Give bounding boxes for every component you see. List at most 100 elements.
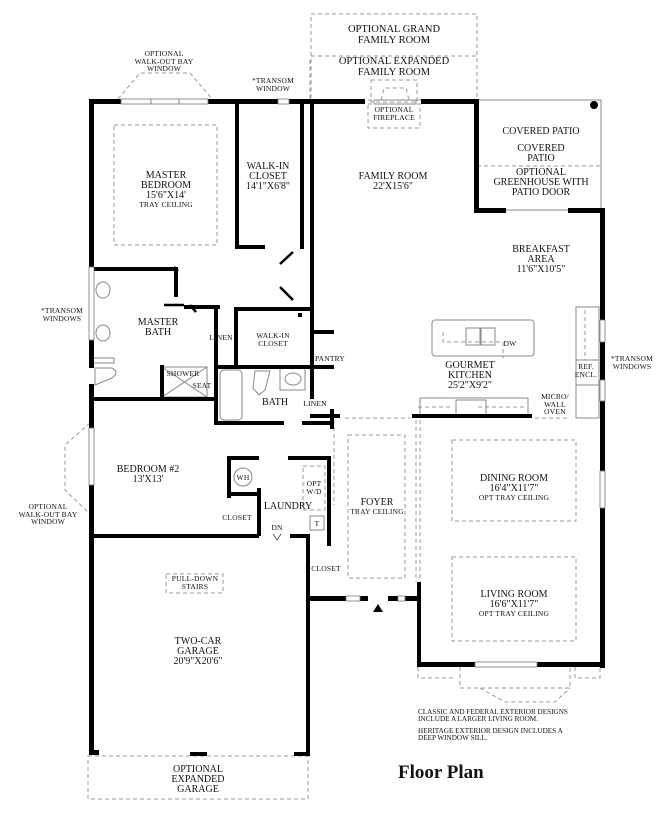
ref-encl-label: REF. ENCL. xyxy=(575,363,597,378)
line: OPTIONAL xyxy=(173,764,223,775)
line: MICRO/ xyxy=(541,392,569,401)
line: GOURMET xyxy=(445,360,495,371)
closet-label: CLOSET xyxy=(222,513,252,522)
page-title: Floor Plan xyxy=(398,762,484,783)
walk-in-closet-2-label: WALK-IN CLOSET xyxy=(256,332,289,347)
line: *TRANSOM xyxy=(40,306,84,315)
covered-patio-label-2: COVERED PATIO xyxy=(517,144,564,164)
line: HERITAGE EXTERIOR DESIGN INCLUDES A xyxy=(418,727,563,735)
seat-label: SEAT xyxy=(192,381,212,390)
living-room-label: LIVING ROOM 16'6"X11'7" OPT TRAY CEILING xyxy=(479,590,549,618)
tub-label: T xyxy=(314,519,320,528)
line: FIREPLACE xyxy=(373,112,415,122)
line: GARAGE xyxy=(177,784,219,795)
line: FAMILY ROOM xyxy=(358,171,428,182)
transom-windows-left-callout: *TRANSOM WINDOWS xyxy=(41,307,83,322)
line: INCLUDE A LARGER LIVING ROOM. xyxy=(418,715,538,724)
line: OPTIONAL xyxy=(374,105,414,114)
line: PATIO DOOR xyxy=(511,187,571,198)
line: WINDOW xyxy=(146,64,182,73)
pull-down-stairs-label: PULL-DOWN STAIRS xyxy=(172,575,218,590)
exterior-design-note-2: HERITAGE EXTERIOR DESIGN INCLUDES A DEEP… xyxy=(418,727,563,743)
line: PATIO xyxy=(527,153,555,164)
line: BEDROOM xyxy=(140,180,191,191)
walk-in-closet-label: WALK-IN CLOSET 14'1"X6'8" xyxy=(246,162,290,192)
optional-expanded-family-room-label: OPTIONAL EXPANDED FAMILY ROOM xyxy=(338,56,450,78)
gourmet-kitchen-label: GOURMET KITCHEN 25'2"X9'2" xyxy=(445,361,494,391)
bath-label: BATH xyxy=(261,397,289,408)
line: *TRANSOM xyxy=(610,354,654,363)
ceiling-note: TRAY CEILING xyxy=(139,200,193,209)
line: STAIRS xyxy=(181,581,209,591)
line: OPTIONAL xyxy=(516,167,566,178)
line: TWO-CAR xyxy=(174,636,222,647)
line: GARAGE xyxy=(177,646,219,657)
master-bedroom-label: MASTER BEDROOM 15'6"X14' TRAY CEILING xyxy=(139,171,193,209)
dining-room-label: DINING ROOM 16'4"X11'7" OPT TRAY CEILING xyxy=(479,474,549,502)
line: BREAKFAST xyxy=(512,244,570,255)
line: COVERED xyxy=(517,143,565,154)
line: WALK-IN xyxy=(256,331,290,340)
transom-window-callout: *TRANSOM WINDOW xyxy=(252,77,294,92)
line: FAMILY ROOM xyxy=(357,34,431,46)
room-size: 22'X15'6" xyxy=(373,181,413,192)
foyer-label: FOYER TRAY CEILING xyxy=(350,498,404,516)
pantry-label: PANTRY xyxy=(314,354,346,363)
room-size: 16'6"X11'7" xyxy=(489,599,539,610)
line: OPTIONAL EXPANDED xyxy=(338,56,450,67)
line: WINDOWS xyxy=(42,313,82,323)
line: CLOSET xyxy=(249,171,287,182)
line: WALK-OUT BAY xyxy=(18,509,78,519)
line: EXPANDED xyxy=(171,774,225,785)
optional-expanded-garage-label: OPTIONAL EXPANDED GARAGE xyxy=(172,765,225,795)
line: KITCHEN xyxy=(448,370,492,381)
ceiling-note: OPT TRAY CEILING xyxy=(478,609,550,618)
covered-patio-label: COVERED PATIO xyxy=(502,126,580,137)
room-size: 25'2"X9'2" xyxy=(447,380,492,391)
master-bay-window-callout: OPTIONAL WALK-OUT BAY WINDOW xyxy=(135,50,194,73)
line: FOYER xyxy=(360,497,394,508)
line: DINING ROOM xyxy=(479,473,549,484)
transom-windows-right-callout: *TRANSOM WINDOWS xyxy=(611,355,653,370)
line: LIVING ROOM xyxy=(480,589,548,600)
bedroom2-bay-window-callout: OPTIONAL WALK-OUT BAY WINDOW xyxy=(19,503,78,526)
line: WALK-IN xyxy=(246,161,290,172)
ceiling-note: TRAY CEILING xyxy=(350,507,404,516)
family-room-label: FAMILY ROOM 22'X15'6" xyxy=(359,172,428,192)
line: *TRANSOM xyxy=(251,76,295,85)
dishwasher-label: DW xyxy=(503,339,517,348)
line: OPTIONAL GRAND xyxy=(347,24,441,35)
line: PULL-DOWN xyxy=(171,574,219,583)
laundry-label: LAUNDRY xyxy=(263,501,313,512)
line: WINDOWS xyxy=(612,361,652,371)
ceiling-note: OPT TRAY CEILING xyxy=(478,493,550,502)
line: WINDOW xyxy=(30,517,66,526)
room-size: 14'1"X6'8" xyxy=(246,181,290,192)
optional-fireplace-label: OPTIONAL FIREPLACE xyxy=(373,106,415,121)
opt-wd-label: OPT W/D xyxy=(306,480,321,495)
water-heater-label: WH xyxy=(236,473,250,482)
micro-wall-oven-label: MICRO/ WALL OVEN xyxy=(541,393,569,416)
exterior-design-note-1: CLASSIC AND FEDERAL EXTERIOR DESIGNS INC… xyxy=(418,708,568,724)
line: BATH xyxy=(144,327,172,338)
line: OPTIONAL xyxy=(28,502,68,511)
linen-label: LINEN xyxy=(209,333,233,342)
room-size: 16'4"X11'7" xyxy=(489,483,539,494)
line: AREA xyxy=(527,254,555,265)
linen-2-label: LINEN xyxy=(303,399,327,408)
room-size: 15'6"X14' xyxy=(146,190,186,201)
room-size: 13'X13' xyxy=(132,474,164,485)
line: WINDOW xyxy=(255,83,291,93)
line: DEEP WINDOW SILL. xyxy=(418,734,488,743)
line: WALK-OUT BAY xyxy=(134,56,194,66)
line: GREENHOUSE WITH xyxy=(493,177,589,188)
line: REF. xyxy=(578,362,594,371)
line: ENCL. xyxy=(574,369,598,379)
breakfast-area-label: BREAKFAST AREA 11'6"X10'5" xyxy=(512,245,570,275)
shower-label: SHOWER xyxy=(166,369,200,378)
master-bath-label: MASTER BATH xyxy=(138,318,179,338)
line: BEDROOM #2 xyxy=(116,464,180,475)
room-size: 20'9"X20'6" xyxy=(173,656,223,667)
down-stairs-label: DN xyxy=(271,523,283,532)
